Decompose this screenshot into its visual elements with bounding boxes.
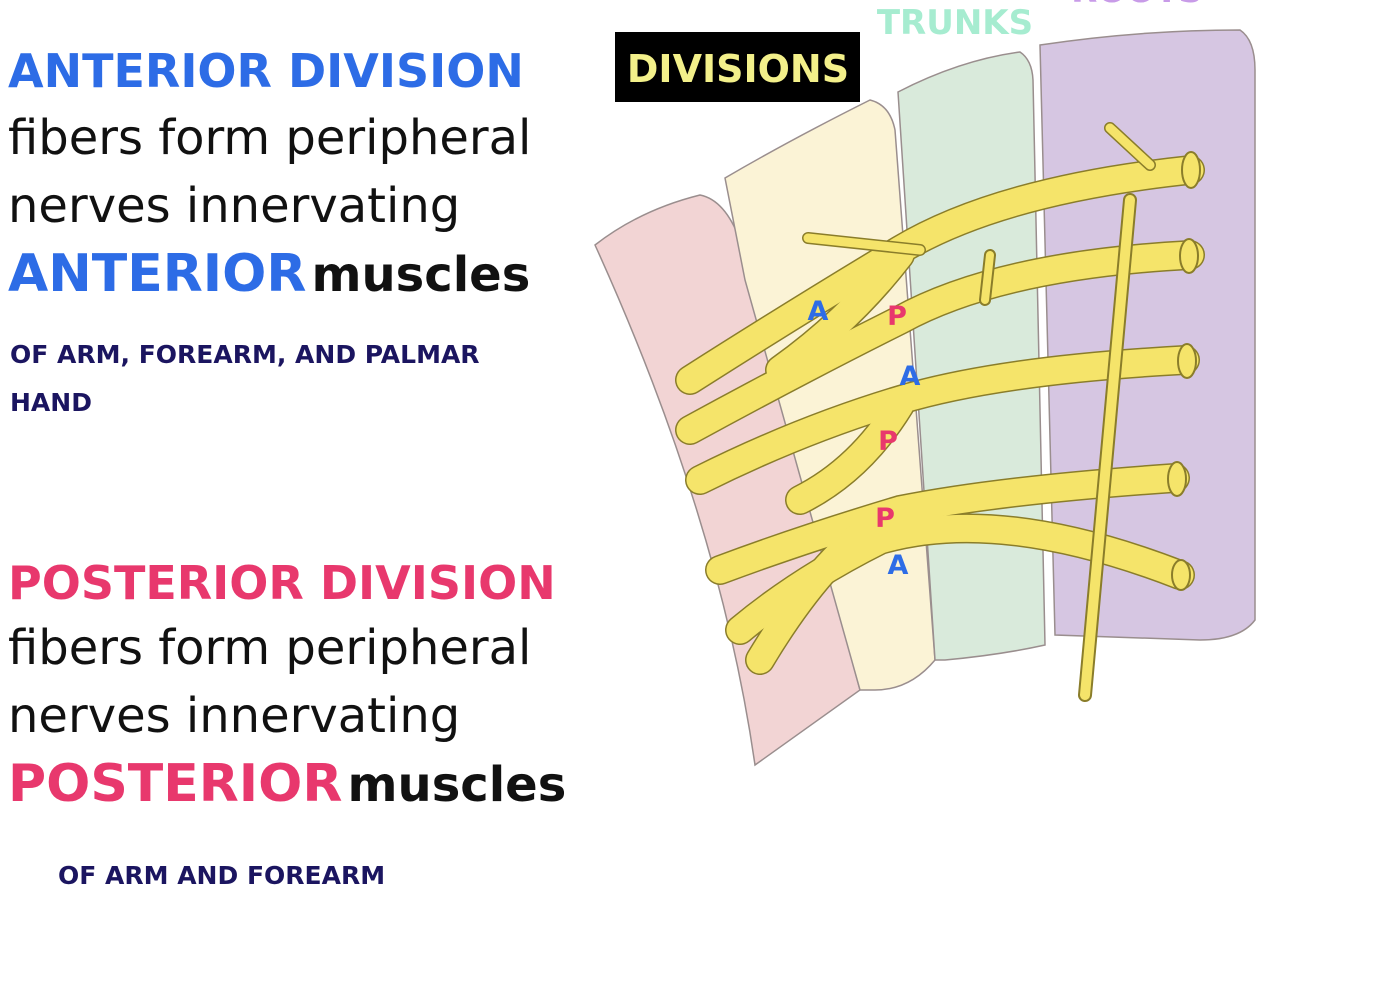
- nerve-end-caps: [1167, 151, 1201, 591]
- anterior-muscles-word: muscles: [311, 247, 531, 303]
- anterior-sub-1: OF ARM, FOREARM, AND PALMAR: [10, 340, 480, 369]
- brachial-plexus-diagram: DIVISIONS TRUNKS ROOTS A P A P P A: [594, 0, 1256, 767]
- anterior-heading: ANTERIOR DIVISION: [8, 44, 524, 98]
- division-mark-p-3: P: [875, 503, 895, 534]
- divisions-label: DIVISIONS: [627, 47, 849, 91]
- posterior-muscles-word: muscles: [347, 757, 567, 813]
- divisions-label-box: [615, 32, 860, 102]
- posterior-emphasis: POSTERIOR: [8, 754, 343, 814]
- division-mark-a-1: A: [808, 296, 829, 327]
- anterior-emphasis: ANTERIOR: [8, 244, 307, 304]
- division-mark-a-3: A: [888, 550, 909, 581]
- anterior-line-2: nerves innervating: [8, 178, 461, 234]
- posterior-line-1: fibers form peripheral: [8, 620, 532, 676]
- anterior-muscles-line: ANTERIOR muscles: [8, 244, 530, 304]
- anterior-sub-2: HAND: [10, 388, 92, 417]
- trunks-label: TRUNKS: [877, 3, 1033, 43]
- division-mark-p-1: P: [887, 301, 907, 332]
- posterior-muscles-line: POSTERIOR muscles: [8, 754, 566, 814]
- posterior-heading: POSTERIOR DIVISION: [8, 556, 556, 610]
- roots-label: ROOTS: [1071, 0, 1203, 11]
- division-mark-a-2: A: [900, 361, 921, 392]
- nerve-trunks: [675, 122, 1205, 702]
- anterior-line-1: fibers form peripheral: [8, 110, 532, 166]
- posterior-sub-1: OF ARM AND FOREARM: [58, 861, 386, 890]
- posterior-line-2: nerves innervating: [8, 688, 461, 744]
- division-mark-p-2: P: [878, 426, 898, 457]
